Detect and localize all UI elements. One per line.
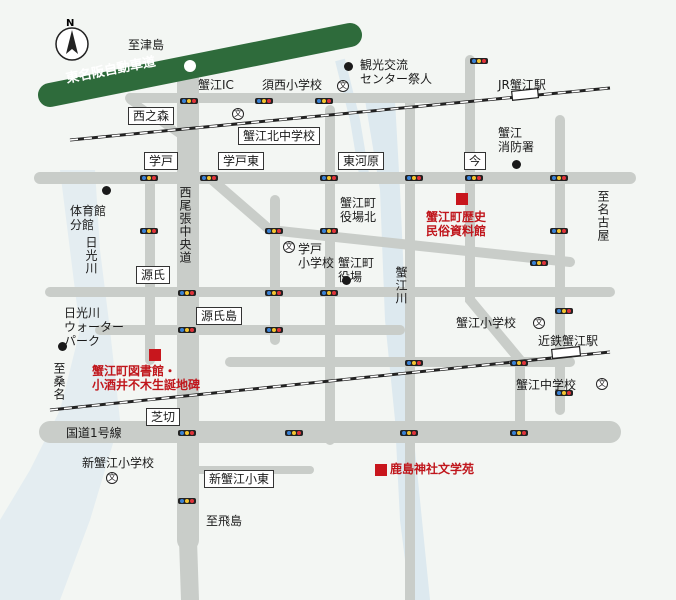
library-marker	[149, 349, 161, 361]
school-icon: 文	[283, 241, 295, 253]
label-kanie-fire: 蟹江 消防署	[498, 126, 535, 154]
label-kintetsu-station: 近鉄蟹江駅	[538, 334, 599, 348]
label-kanie-north-jhs: 蟹江北中学校	[238, 127, 321, 145]
label-nikko-river: 日光川	[84, 236, 98, 275]
intersection-gakudo: 学戸	[144, 152, 179, 170]
label-yakuba-kita: 蟹江町 役場北	[340, 196, 377, 224]
label-shin-kanie-elem: 新蟹江小学校	[82, 456, 155, 470]
landmark-dot-icon	[102, 186, 111, 195]
intersection-genjijima: 源氏島	[196, 307, 243, 325]
label-kanie-river: 蟹江川	[394, 266, 408, 305]
jr-station-box	[510, 88, 540, 101]
school-icon: 文	[232, 108, 244, 120]
landmark-dot-icon	[58, 342, 67, 351]
label-route1: 国道1号線	[66, 426, 122, 440]
landmark-dot-icon	[344, 62, 353, 71]
label-kanie-ic: 蟹江IC	[198, 78, 234, 92]
kanie-ic-marker	[184, 60, 196, 72]
road-x-east	[465, 55, 525, 437]
intersection-higashi-kawara: 東河原	[338, 152, 385, 170]
label-gakudo-elem: 学戸 小学校	[298, 242, 335, 270]
traffic-signal-icons	[140, 58, 573, 504]
expressway-band	[38, 23, 362, 107]
kashima-shrine-marker	[375, 464, 387, 476]
school-icon: 文	[337, 80, 349, 92]
landmark-dot-icon	[512, 160, 521, 169]
label-gym: 体育館 分館	[70, 204, 107, 232]
school-icon: 文	[106, 472, 118, 484]
intersection-shin-kanie-east: 新蟹江小東	[204, 470, 275, 488]
label-kanko-center: 観光交流 センター祭人	[360, 58, 433, 86]
road-diag-west	[205, 173, 275, 235]
school-icon: 文	[533, 317, 545, 329]
school-icon: 文	[596, 378, 608, 390]
label-kashima-shrine: 鹿島神社文学苑	[390, 462, 475, 476]
museum-marker	[456, 193, 468, 205]
label-water-park: 日光川 ウォーター パーク	[64, 306, 125, 348]
label-to-nagoya: 至名古屋	[596, 190, 610, 242]
label-jr-kanie-station: JR蟹江駅	[498, 78, 546, 92]
north-compass-icon	[55, 27, 89, 61]
road-row-mid	[265, 225, 575, 267]
label-kanie-elem: 蟹江小学校	[456, 316, 517, 330]
label-to-tsushima: 至津島	[128, 38, 165, 52]
intersection-genji: 源氏	[136, 266, 171, 284]
intersection-nishinomori: 西之森	[128, 107, 175, 125]
nikko-river	[0, 170, 120, 600]
intersection-ima: 今	[464, 152, 487, 170]
label-to-kuwana: 至桑名	[52, 362, 66, 401]
intersection-gakudo-higashi: 学戸東	[218, 152, 265, 170]
north-label: N	[66, 18, 75, 29]
label-kanie-jhs: 蟹江中学校	[516, 378, 577, 392]
label-town-office: 蟹江町 役場	[338, 256, 375, 284]
label-nishi-owari-road: 西尾張中央道	[178, 186, 192, 264]
label-museum: 蟹江町歴史 民俗資料館	[426, 210, 487, 238]
label-sunosai-elem: 須西小学校	[262, 78, 323, 92]
intersection-shibakiri: 芝切	[146, 408, 181, 426]
label-to-tobishima: 至飛島	[206, 514, 243, 528]
road-south	[179, 531, 199, 600]
kintetsu-station-box	[550, 345, 582, 360]
landmark-dot-icon	[342, 276, 351, 285]
label-library: 蟹江町図書館・ 小酒井不木生誕地碑	[92, 364, 201, 392]
